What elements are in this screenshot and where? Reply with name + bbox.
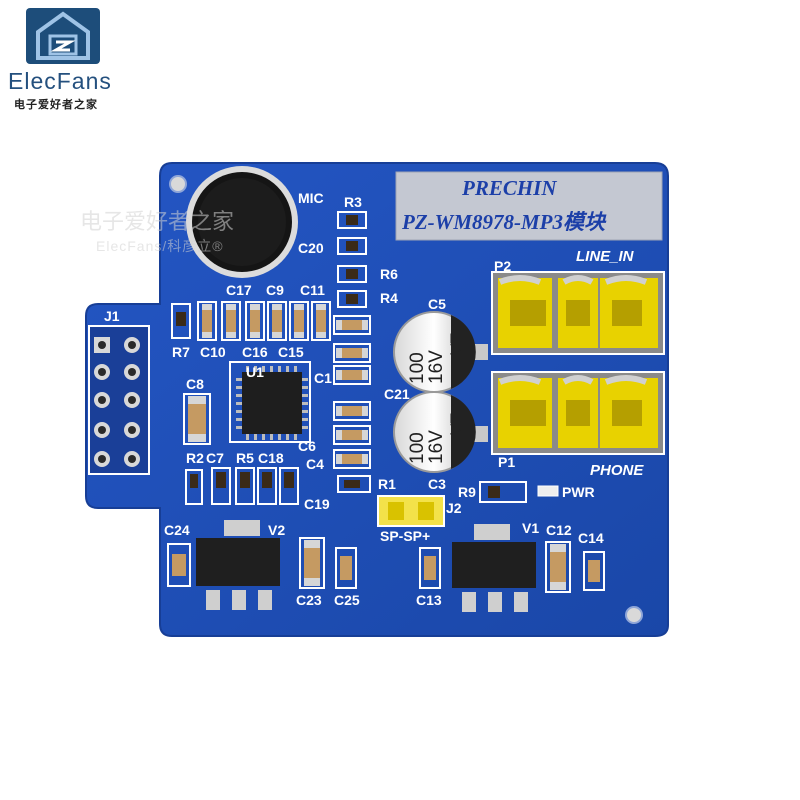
- logo-subtitle: 电子爱好者之家: [14, 99, 98, 111]
- label-c18: C18: [258, 450, 284, 466]
- label-c19: C19: [304, 496, 330, 512]
- label-r2: R2: [186, 450, 204, 466]
- label-c12: C12: [546, 522, 572, 538]
- label-v1: V1: [522, 520, 540, 536]
- label-r1: R1: [378, 476, 396, 492]
- label-u1: U1: [246, 364, 264, 380]
- label-c21: C21: [384, 386, 410, 402]
- label-j2: J2: [446, 500, 462, 516]
- house-icon: [36, 11, 90, 60]
- label-c7: C7: [206, 450, 224, 466]
- watermark-line1: 电子爱好者之家: [80, 209, 235, 234]
- label-pwr: PWR: [562, 484, 595, 500]
- label-r6: R6: [380, 266, 398, 282]
- label-p1: P1: [498, 454, 516, 470]
- label-r3: R3: [344, 194, 362, 210]
- label-phone: PHONE: [590, 462, 644, 479]
- label-v2: V2: [268, 522, 286, 538]
- label-c6: C6: [298, 438, 316, 454]
- label-c15: C15: [278, 344, 304, 360]
- label-mic: MIC: [298, 190, 324, 206]
- label-c23: C23: [296, 592, 322, 608]
- label-c5: C5: [428, 296, 446, 312]
- label-c25: C25: [334, 592, 360, 608]
- brand-label: PRECHIN: [462, 176, 557, 200]
- label-r7: R7: [172, 344, 190, 360]
- label-c9: C9: [266, 282, 284, 298]
- watermark-line2: ElecFans/科彦立®: [96, 238, 224, 254]
- label-r4: R4: [380, 290, 398, 306]
- label-c17: C17: [226, 282, 252, 298]
- label-c4: C4: [306, 456, 324, 472]
- model-label: PZ-WM8978-MP3模块: [402, 210, 605, 234]
- label-c13: C13: [416, 592, 442, 608]
- label-c11: C11: [300, 282, 325, 298]
- label-p2: P2: [494, 258, 512, 274]
- label-c3: C3: [428, 476, 446, 492]
- capacitor-c3-series: VT: [446, 413, 466, 435]
- label-r5: R5: [236, 450, 254, 466]
- logo-name: ElecFans: [8, 68, 112, 94]
- elecfans-logo: [26, 8, 100, 64]
- label-c24: C24: [164, 522, 190, 538]
- label-c16: C16: [242, 344, 268, 360]
- label-c14: C14: [578, 530, 604, 546]
- label-c20: C20: [298, 240, 324, 256]
- label-c1: C1: [314, 370, 332, 386]
- label-c10: C10: [200, 344, 226, 360]
- label-line-in: LINE_IN: [576, 248, 634, 265]
- label-j1: J1: [104, 308, 120, 324]
- label-sp: SP-SP+: [380, 528, 431, 544]
- label-c8: C8: [186, 376, 204, 392]
- capacitor-c5-series: VT: [446, 333, 466, 355]
- label-r9: R9: [458, 484, 476, 500]
